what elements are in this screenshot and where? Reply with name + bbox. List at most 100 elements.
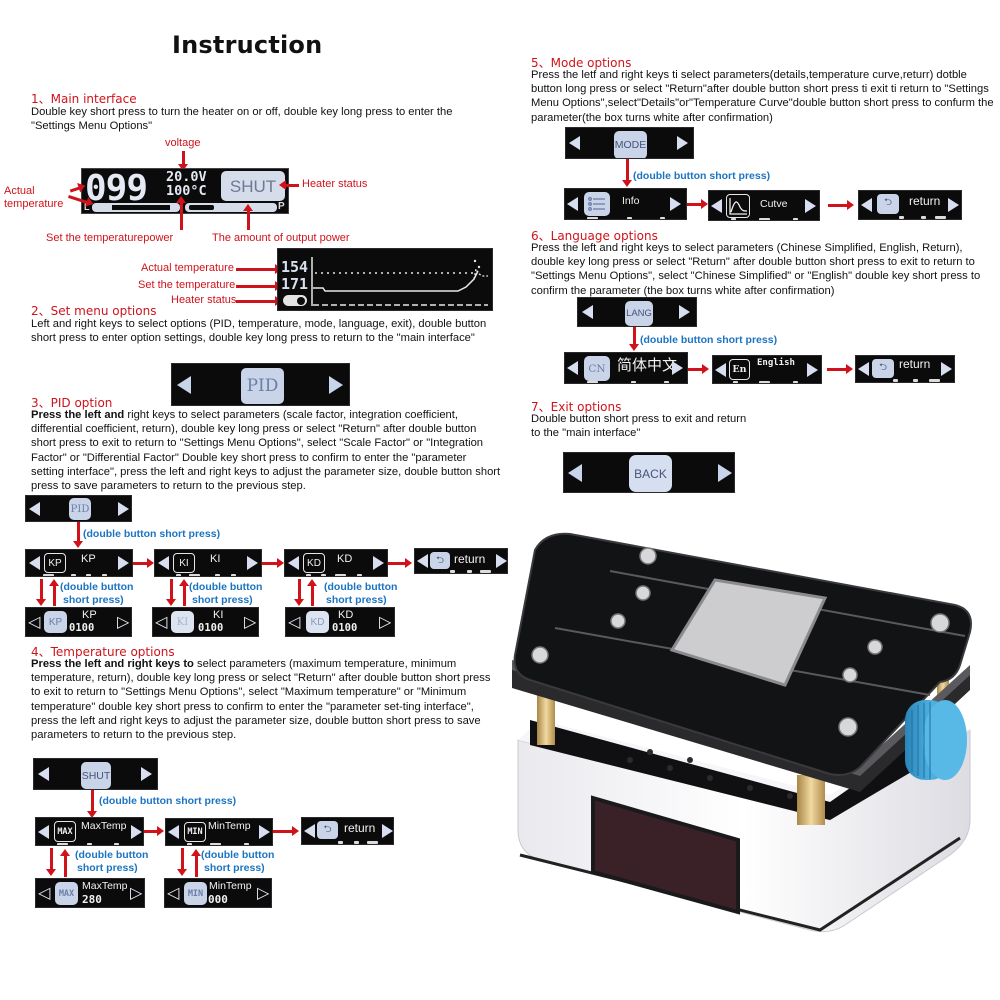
maxtemp-value-label: MaxTemp (82, 880, 128, 892)
pid-press-label: (double button short press) (83, 528, 221, 540)
mode-tile: MODE (614, 131, 647, 158)
section-heading-set-menu: 2、Set menu options (31, 304, 157, 318)
mode-info-screen[interactable]: Info (564, 188, 687, 220)
mintemp-label: MinTemp (208, 820, 251, 832)
pid-ki-screen[interactable]: KI KI (154, 549, 262, 577)
label-actual-temperature: Actual temperature (4, 185, 64, 210)
right-arrow-outline-icon: ▷ (379, 612, 392, 631)
right-arrow-icon (118, 556, 129, 570)
left-arrow-icon (38, 767, 49, 781)
right-arrow-outline-icon: ▷ (130, 883, 143, 902)
arrow-max-down (46, 848, 56, 876)
back-tile: BACK (629, 455, 672, 492)
left-arrow-icon (177, 376, 191, 394)
label2-actual-temperature: Actual temperature (141, 262, 234, 274)
right-arrow-icon (329, 376, 343, 394)
lang-top-screen: LANG (577, 297, 697, 327)
temp-body-text: select parameters (maximum temperature, … (31, 658, 491, 742)
kd-press-label-b: short press) (326, 594, 387, 606)
kd-press-label-a: (double button (324, 581, 398, 593)
left-arrow-outline-icon: ◁ (288, 612, 301, 631)
section-body-temperature: Press the left and right keys to select … (31, 657, 501, 742)
left-arrow-icon (567, 197, 578, 211)
mode-curve-screen[interactable]: Cutve (708, 190, 820, 221)
left-arrow-icon (861, 198, 872, 212)
temp-press-label: (double button short press) (99, 795, 237, 807)
maxtemp-value-screen[interactable]: ◁ MAX MaxTemp 280 ▷ (35, 878, 145, 908)
kp-value-tile: KP (44, 611, 67, 633)
left-arrow-icon (715, 363, 726, 377)
right-arrow-outline-icon: ▷ (117, 612, 130, 631)
kp-icon: KP (44, 553, 66, 573)
right-arrow-icon (496, 554, 507, 568)
kd-label: KD (337, 553, 353, 565)
curve-icon (726, 194, 750, 218)
pid-return-screen[interactable]: return (414, 548, 508, 574)
en-icon: En (729, 359, 750, 380)
pid-top-tile: PID (69, 498, 91, 520)
maxtemp-label: MaxTemp (81, 820, 127, 832)
right-arrow-icon (118, 502, 129, 516)
right-arrow-icon (382, 824, 393, 838)
right-arrow-outline-icon: ▷ (257, 883, 270, 902)
arrow-max-min (144, 826, 164, 836)
section-body-exit: Double button short press to exit and re… (531, 413, 747, 440)
mintemp-screen[interactable]: MIN MinTemp (165, 818, 273, 846)
right-arrow-icon (941, 362, 952, 376)
arrow-ki-up (179, 579, 189, 606)
lang-cn-screen[interactable]: CN 简体中文 (564, 352, 688, 384)
pid-kp-screen[interactable]: KP KP (25, 549, 133, 577)
min-press-label-b: short press) (204, 862, 265, 874)
mode-return-label: return (909, 194, 941, 208)
kp-value: 0100 (69, 622, 95, 634)
left-arrow-outline-icon: ◁ (167, 883, 180, 902)
curve-screen-display: 154 171 (277, 248, 493, 311)
kd-value: 0100 (332, 622, 358, 634)
pid-kd-screen[interactable]: KD KD (284, 549, 388, 577)
right-arrow-icon (259, 825, 270, 839)
mode-return-screen[interactable]: return (858, 190, 962, 220)
kp-value-screen[interactable]: ◁ KP KP 0100 ▷ (25, 607, 132, 637)
arrow2-set (236, 281, 282, 291)
right-arrow-icon (670, 197, 681, 211)
arrow2-heater (236, 296, 282, 306)
kd-value-screen[interactable]: ◁ KD KD 0100 ▷ (285, 607, 395, 637)
ki-value-tile: KI (171, 611, 194, 633)
right-arrow-icon (679, 305, 690, 319)
section-heading-exit: 7、Exit options (531, 400, 622, 414)
right-arrow-icon (677, 136, 688, 150)
mintemp-value-label: MinTemp (209, 880, 252, 892)
mintemp-value-screen[interactable]: ◁ MIN MinTemp 000 ▷ (164, 878, 272, 908)
pid-body-text: right keys to select parameters (scale f… (31, 409, 501, 493)
return-icon (430, 552, 450, 570)
ki-value-screen[interactable]: ◁ KI KI 0100 ▷ (152, 607, 259, 637)
arrow-kp-ki (133, 558, 154, 568)
section-body-set-menu: Left and right keys to select options (P… (31, 318, 487, 345)
ki-label: KI (210, 553, 221, 565)
arrow-kd-down (294, 579, 304, 606)
label-heater-status: Heater status (302, 178, 368, 190)
max-value-tile: MAX (55, 882, 78, 905)
arrow-kd-return (388, 558, 412, 568)
lang-return-screen[interactable]: return (855, 355, 955, 383)
section-heading-pid: 3、PID option (31, 396, 113, 410)
lang-en-screen[interactable]: En English (712, 355, 822, 384)
ki-value: 0100 (198, 622, 224, 634)
ki-press-label-a: (double button (189, 581, 263, 593)
left-arrow-icon (417, 554, 428, 568)
arrow-ki-down (166, 579, 176, 606)
temperature-curve-chart (311, 257, 488, 306)
arrow-cn-en (688, 364, 709, 374)
section-body-main-interface: Double key short press to turn the heate… (31, 106, 453, 133)
left-arrow-outline-icon: ◁ (155, 612, 168, 631)
arrow-voltage (178, 151, 188, 171)
maxtemp-screen[interactable]: MAX MaxTemp (35, 817, 144, 846)
heater-status-text: SHUT (229, 177, 277, 196)
heater-toggle-icon (283, 295, 307, 306)
left-arrow-outline-icon: ◁ (38, 883, 51, 902)
right-arrow-icon (373, 556, 384, 570)
temp-return-screen[interactable]: return (301, 817, 394, 845)
arrow-en-return (827, 364, 853, 374)
info-list-icon (584, 192, 610, 216)
curve-set-temp: 171 (281, 275, 309, 293)
